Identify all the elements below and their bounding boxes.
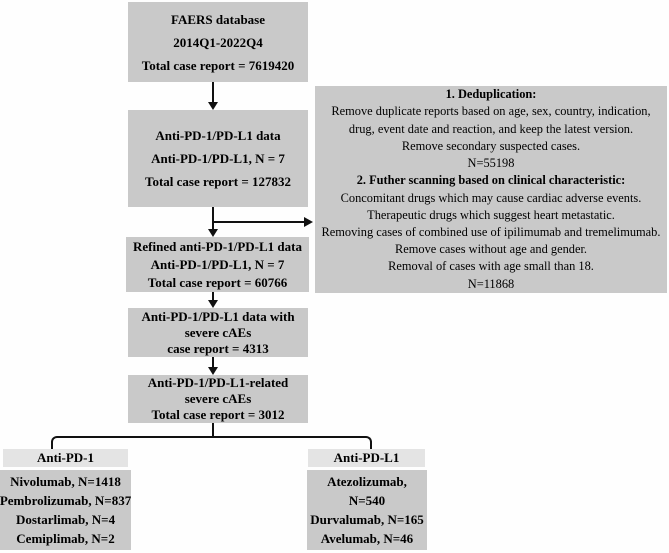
arrow-down-icon-2 [208,229,218,237]
text-line: Atezolizumab, [327,474,407,489]
text-line: Pembrolizumab, N=837 [0,493,132,508]
text-line: Cemiplimab, N=2 [16,531,115,546]
text-line: drug, event date and reaction, and keep … [348,121,634,136]
text-line: Total case report = 7619420 [141,57,295,73]
text-line: Anti-PD-1/PD-L1 data [155,128,281,143]
arrow-line-1 [212,82,214,103]
text-line: Remove secondary suspected cases. [401,138,581,153]
text-line: N=11868 [467,276,515,291]
text-line: 1. Deduplication: [445,87,537,102]
text-line: Removing cases of combined use of ipilim… [321,224,661,239]
bracket-stem-line [212,423,214,438]
text-line: 2014Q1-2022Q4 [173,34,263,50]
text-line: Anti-PD-1/PD-L1-related [147,375,289,390]
arrow-line-2 [212,207,214,231]
branch-line-exclusion [213,221,305,223]
text-line: Concomitant drugs which may cause cardia… [340,190,642,205]
split-bracket-line [51,436,372,453]
arrow-line-4 [212,357,214,369]
text-line: Avelumab, N=46 [320,531,414,546]
arrow-down-icon-4 [208,367,218,375]
text-line: case report = 4313 [167,340,269,356]
group-header-anti-pd1: Anti-PD-1 [3,449,128,467]
text-line: severe cAEs [184,391,252,406]
text-line: N=55198 [467,156,515,171]
text-line: 2. Futher scanning based on clinical cha… [356,173,626,188]
text-line: Total case report = 127832 [144,174,292,189]
arrow-down-icon-1 [208,102,218,110]
text-line: Total case report = 60766 [147,274,288,290]
text-line: N=540 [348,493,386,508]
arrow-down-icon-3 [208,300,218,308]
arrow-right-icon-exclusion [304,217,313,227]
text-line: FAERS database [170,11,266,27]
text-line: Anti-PD-1/PD-L1 data with [141,308,295,324]
text-line: Dostarlimab, N=4 [15,512,116,527]
text-line: Remove cases without age and gender. [395,242,587,257]
text-line: Remove duplicate reports based on age, s… [331,104,651,119]
text-line: severe cAEs [184,324,252,340]
text-line: Durvalumab, N=165 [310,512,424,527]
flow-box-exclusion-criteria: 1. Deduplication: Remove duplicate report… [315,86,667,293]
text-line: Removal of cases with age small than 18. [388,259,594,274]
text-line: Anti-PD-1/PD-L1, N = 7 [150,256,285,272]
text-line: Nivolumab, N=1418 [10,474,121,489]
text-line: Anti-PD-1/PD-L1, N = 7 [151,151,285,166]
group-header-anti-pdl1: Anti-PD-L1 [308,449,425,467]
arrow-line-3 [212,292,214,302]
text-line: Refined anti-PD-1/PD-L1 data [133,238,302,254]
text-line: Therapeutic drugs which suggest heart me… [367,207,615,222]
text-line: Total case report = 3012 [151,407,285,422]
